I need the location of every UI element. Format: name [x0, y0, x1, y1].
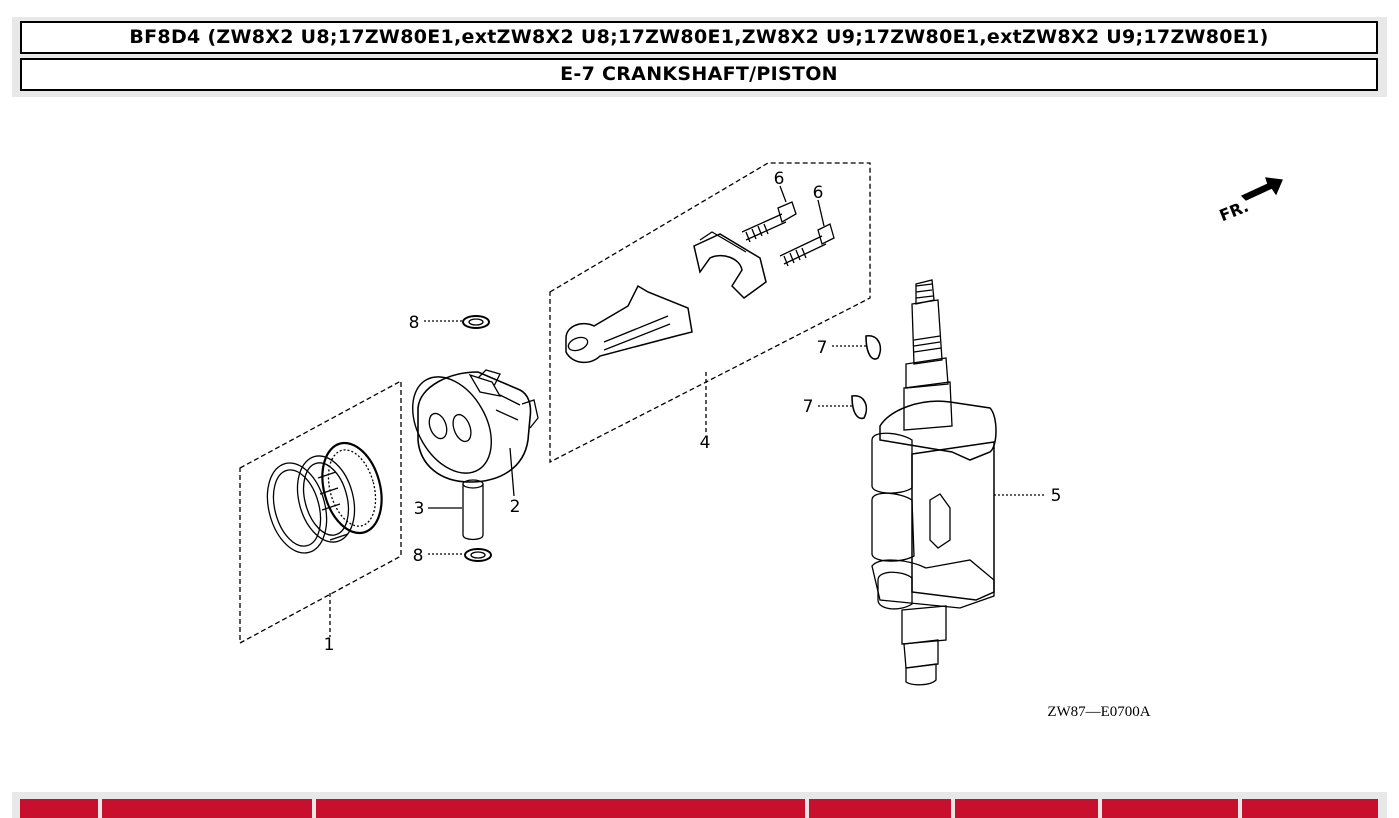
crankshaft[interactable]: [871, 279, 997, 686]
rod-frame: [549, 162, 871, 464]
piston-pin-clip-lower[interactable]: [464, 548, 492, 562]
footer-cell-7: [1242, 799, 1378, 818]
callout-5: 5: [1051, 486, 1062, 506]
callout-2: 2: [510, 497, 521, 517]
piston-pin[interactable]: [462, 479, 484, 541]
connecting-rod-bolt-right[interactable]: [779, 223, 835, 267]
page-title: BF8D4 (ZW8X2 U8;17ZW80E1,extZW8X2 U8;17Z…: [20, 21, 1378, 54]
woodruff-key-upper[interactable]: [865, 335, 882, 360]
footer-cell-1: [20, 799, 98, 818]
footer-cell-4: [809, 799, 951, 818]
callout-4: 4: [700, 433, 711, 453]
callout-8b: 8: [413, 546, 424, 566]
connecting-rod-bolt-left[interactable]: [741, 201, 797, 243]
callout-6b: 6: [813, 183, 824, 203]
connecting-rod-assembly[interactable]: [549, 162, 871, 464]
front-direction-arrow-icon: [1240, 177, 1283, 201]
piston-ring-set[interactable]: [239, 379, 402, 645]
callout-8a: 8: [409, 313, 420, 333]
piston[interactable]: [397, 363, 539, 487]
front-direction-label: FR.: [1217, 197, 1252, 226]
ring-set-frame: [239, 379, 402, 645]
callout-3: 3: [414, 499, 425, 519]
woodruff-key-lower[interactable]: [851, 395, 868, 420]
footer-cell-2: [102, 799, 312, 818]
footer-cell-5: [955, 799, 1098, 818]
footer-cell-6: [1102, 799, 1238, 818]
callout-1: 1: [324, 635, 335, 655]
piston-pin-clip-upper[interactable]: [462, 315, 490, 329]
callout-6a: 6: [774, 169, 785, 189]
callout-7b: 7: [803, 397, 814, 417]
callout-7a: 7: [817, 338, 828, 358]
section-title: E-7 CRANKSHAFT/PISTON: [20, 58, 1378, 91]
footer-cell-3: [316, 799, 805, 818]
drawing-code: ZW87—E0700A: [1047, 704, 1150, 720]
